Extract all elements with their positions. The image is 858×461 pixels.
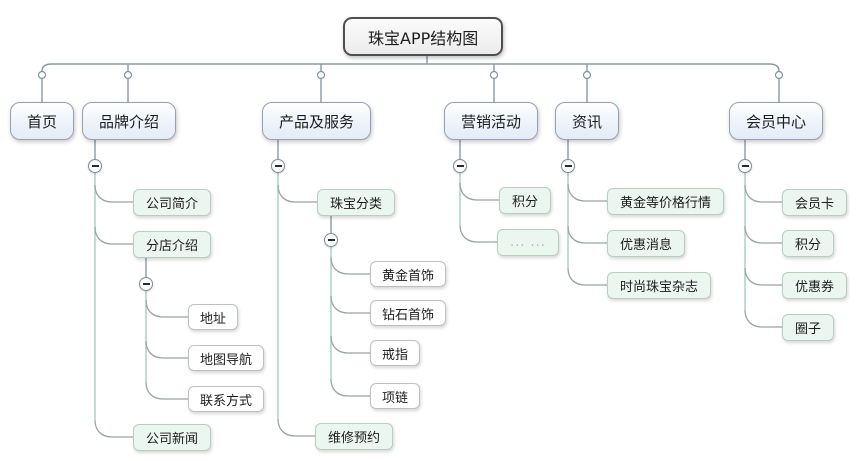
node-home[interactable]: 首页 <box>10 102 75 140</box>
node-brand-intro[interactable]: 品牌介绍 <box>82 102 177 140</box>
node-contact-info[interactable]: 联系方式 <box>188 386 265 412</box>
node-more-placeholder[interactable]: ... ... <box>497 229 559 256</box>
minus-bar <box>564 165 572 167</box>
junction-dot <box>489 70 499 80</box>
top-connectors <box>41 56 780 277</box>
branch-curves <box>94 182 782 438</box>
node-member-center[interactable]: 会员中心 <box>729 102 824 140</box>
minus-bar <box>327 239 335 241</box>
node-store-intro[interactable]: 分店介绍 <box>133 231 212 258</box>
node-gold-price-quotes[interactable]: 黄金等价格行情 <box>607 188 725 215</box>
junction-dot <box>316 70 326 80</box>
node-products-services[interactable]: 产品及服务 <box>262 102 372 140</box>
node-fashion-jewelry-magazine[interactable]: 时尚珠宝杂志 <box>607 272 712 299</box>
collapse-icon-member-center[interactable] <box>738 159 752 173</box>
node-address[interactable]: 地址 <box>188 304 239 330</box>
node-root[interactable]: 珠宝APP结构图 <box>343 17 504 56</box>
node-points[interactable]: 积分 <box>499 187 552 214</box>
node-rings[interactable]: 戒指 <box>370 340 421 366</box>
node-map-navigation[interactable]: 地图导航 <box>188 345 265 371</box>
node-repair-booking[interactable]: 维修预约 <box>315 423 394 450</box>
minus-bar <box>274 165 282 167</box>
minus-bar <box>741 165 749 167</box>
node-coupons[interactable]: 优惠券 <box>782 272 848 299</box>
junction-dot <box>774 70 784 80</box>
node-gold-jewelry[interactable]: 黄金首饰 <box>370 261 447 287</box>
junction-dot <box>37 70 47 80</box>
collapse-icon-store-intro[interactable] <box>139 277 153 291</box>
collapse-icon-products-services[interactable] <box>271 159 285 173</box>
collapse-icon-news[interactable] <box>561 159 575 173</box>
collapse-icon-marketing[interactable] <box>453 159 467 173</box>
junction-dot <box>123 70 133 80</box>
node-community[interactable]: 圈子 <box>782 314 835 341</box>
node-member-points[interactable]: 积分 <box>782 230 835 257</box>
node-jewelry-category[interactable]: 珠宝分类 <box>317 189 396 216</box>
node-diamond-jewelry[interactable]: 钻石首饰 <box>370 300 447 326</box>
node-company-profile[interactable]: 公司简介 <box>133 189 212 216</box>
node-discount-news[interactable]: 优惠消息 <box>607 230 686 257</box>
minus-bar <box>456 165 464 167</box>
collapse-icon-jewelry-category[interactable] <box>324 233 338 247</box>
minus-bar <box>142 283 150 285</box>
junction-dot <box>582 70 592 80</box>
node-necklaces[interactable]: 项链 <box>370 383 421 409</box>
minus-bar <box>91 165 99 167</box>
collapse-icon-brand-intro[interactable] <box>88 159 102 173</box>
node-company-news[interactable]: 公司新闻 <box>133 424 212 451</box>
node-member-card[interactable]: 会员卡 <box>782 189 848 216</box>
node-news[interactable]: 资讯 <box>555 102 620 140</box>
node-marketing[interactable]: 营销活动 <box>444 102 539 140</box>
